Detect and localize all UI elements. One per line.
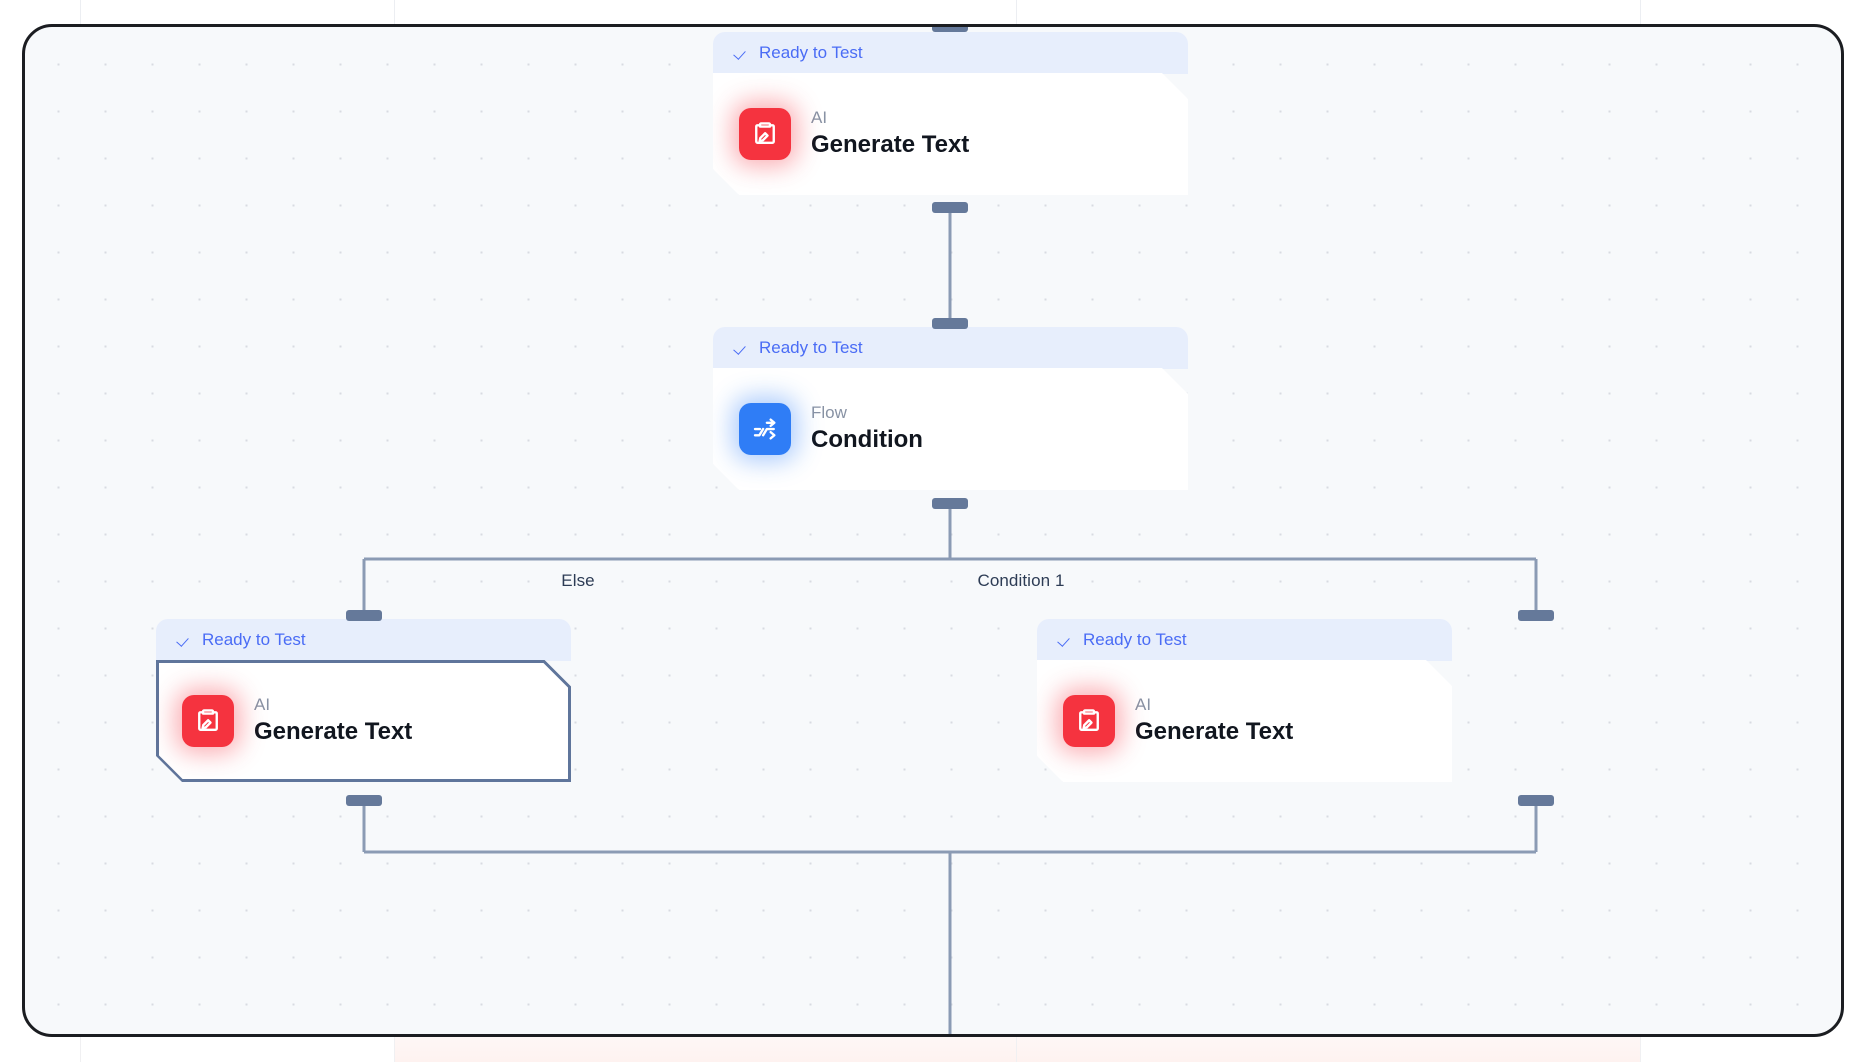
node-status-label: Ready to Test [1083,630,1187,649]
clipboard-pencil-icon [182,695,234,747]
node-body[interactable]: AI Generate Text [1037,660,1452,782]
handle-condition-in[interactable] [932,318,968,329]
toolbar-divider [1640,0,1641,26]
node-generate-text-else[interactable]: Ready to Test AI Generate Text [156,618,571,782]
node-status-bar: Ready to Test [713,32,1188,74]
node-title: Condition [811,425,923,453]
node-condition[interactable]: Ready to Test Flow Condition [713,326,1188,490]
toolbar-divider [80,0,81,26]
workflow-canvas[interactable]: Else Condition 1 Ready to Test AI Genera… [22,24,1844,1037]
node-text: AI Generate Text [254,695,412,746]
node-text: Flow Condition [811,403,923,454]
handle-else-out[interactable] [346,795,382,806]
node-text: AI Generate Text [1135,695,1293,746]
toolbar-divider [394,0,395,26]
branch-shuffle-icon [739,403,791,455]
node-status-label: Ready to Test [759,338,863,357]
handle-condition1-out[interactable] [1518,795,1554,806]
node-text: AI Generate Text [811,108,969,159]
handle-condition1-in[interactable] [1518,610,1554,621]
edge-layer: Else Condition 1 [25,27,1841,1034]
node-status-bar: Ready to Test [1037,619,1452,661]
node-status-bar: Ready to Test [713,327,1188,369]
node-kind: AI [811,108,828,128]
node-kind: AI [1135,695,1152,715]
node-generate-text-condition-1[interactable]: Ready to Test AI Generate Text [1037,618,1452,782]
handle-top-out[interactable] [932,202,968,213]
node-status-bar: Ready to Test [156,619,571,661]
check-icon [735,341,750,356]
node-title: Generate Text [1135,717,1294,745]
toolbar-divider [1016,0,1017,26]
check-icon [735,46,750,61]
handle-else-in[interactable] [346,610,382,621]
node-status-label: Ready to Test [202,630,306,649]
edge-label-else: Else [561,571,595,590]
node-body[interactable]: Flow Condition [713,368,1188,490]
node-body[interactable]: AI Generate Text [713,73,1188,195]
check-icon [178,633,193,648]
node-title: Generate Text [811,130,970,158]
node-title: Generate Text [254,717,413,745]
clipboard-pencil-icon [1063,695,1115,747]
check-icon [1059,633,1074,648]
top-toolbar-strip [0,0,1866,26]
edge-label-condition-1: Condition 1 [977,571,1065,590]
node-kind: Flow [811,403,847,423]
handle-condition-out[interactable] [932,498,968,509]
clipboard-pencil-icon [739,108,791,160]
node-generate-text-top[interactable]: Ready to Test AI Generate Text [713,31,1188,195]
node-kind: AI [254,695,271,715]
handle-top-in[interactable] [932,27,968,32]
node-body[interactable]: AI Generate Text [156,660,571,782]
node-status-label: Ready to Test [759,43,863,62]
